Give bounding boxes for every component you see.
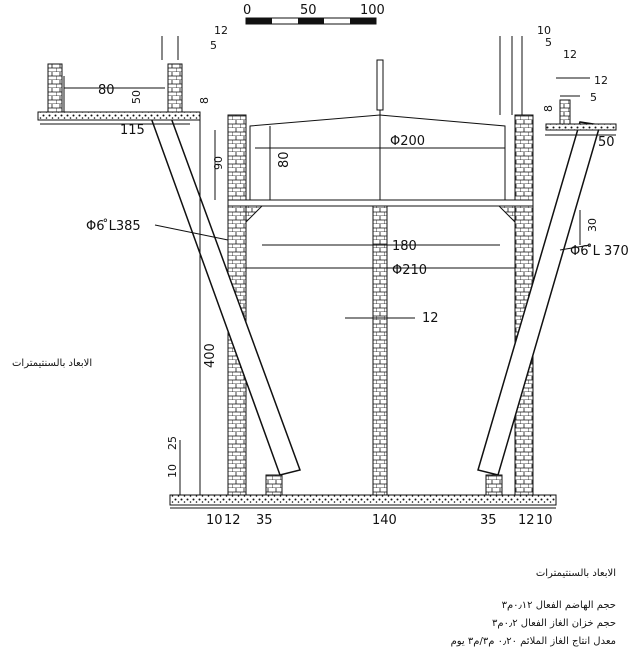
dim-inlet-80: 80 <box>98 83 115 98</box>
note-digester-volume: حجم الهاضم الفعال ٠٫١٢م٣ <box>501 600 616 611</box>
scale-bar: 0 50 100 <box>243 3 385 25</box>
dim-25: 25 <box>166 436 179 450</box>
dim-gas-diameter: Φ200 <box>390 134 425 149</box>
outlet-chamber <box>545 99 617 131</box>
right-shoulder <box>497 205 516 224</box>
note-gas-holder-volume: حجم خزان الغاز الفعال ٠٫٢م٣ <box>492 618 616 629</box>
dim-outlet-12: 12 <box>594 74 608 87</box>
inlet-pipe <box>148 114 301 476</box>
dim-top-left-12: 12 <box>214 24 228 37</box>
dim-outlet-8: 8 <box>542 105 555 112</box>
dim-outlet-50: 50 <box>598 135 615 150</box>
side-units-note: الابعاد بالسنتيمترات <box>12 358 93 369</box>
units-note: الابعاد بالسنتيمترات <box>535 568 616 579</box>
dim-bottom-35-left: 35 <box>256 513 273 528</box>
dim-bottom-12-left: 12 <box>224 513 241 528</box>
dim-30: 30 <box>586 218 599 232</box>
dim-bottom-10-left: 10 <box>206 513 223 528</box>
dim-bottom-35-right: 35 <box>480 513 497 528</box>
dim-inlet-8: 8 <box>198 97 211 104</box>
foundation-slab <box>169 494 557 506</box>
outlet-pipe <box>477 121 601 476</box>
left-shoulder <box>245 205 264 224</box>
dim-400: 400 <box>203 343 218 368</box>
note-gas-production: معدل انتاج الغاز الملائم ٠٫٢٠ م٣/م٣ يوم <box>450 636 616 647</box>
dim-top-right-12: 12 <box>563 48 577 61</box>
dim-inlet-115: 115 <box>120 123 145 138</box>
scale-tick-0: 0 <box>243 3 251 18</box>
dim-gas-80: 80 <box>277 151 292 168</box>
dim-top-right-10: 10 <box>537 24 551 37</box>
label-outlet-pipe: Φ6 ̊L 370 <box>570 243 629 259</box>
dim-inlet-50: 50 <box>130 90 143 104</box>
scale-tick-50: 50 <box>300 3 317 18</box>
dim-outer-210: Φ210 <box>392 263 427 278</box>
dim-top-left-5: 5 <box>210 39 217 52</box>
dim-bottom-12-right: 12 <box>518 513 535 528</box>
dim-bottom-140: 140 <box>372 513 397 528</box>
scale-tick-100: 100 <box>360 3 385 18</box>
dim-90: 90 <box>212 156 225 170</box>
centre-partition <box>372 205 388 496</box>
dim-outlet-5: 5 <box>590 91 597 104</box>
dim-10: 10 <box>166 464 179 478</box>
dim-bottom-10-right: 10 <box>536 513 553 528</box>
dim-inner-180: 180 <box>392 239 417 254</box>
dim-wall-12: 12 <box>422 311 439 326</box>
inlet-chamber <box>37 63 201 121</box>
label-inlet-pipe: Φ6 ̊L385 <box>86 218 141 234</box>
gas-holder-ring <box>227 199 534 207</box>
biogas-digester-drawing: 0 50 100 <box>37 3 629 528</box>
dim-top-right-5: 5 <box>545 36 552 49</box>
